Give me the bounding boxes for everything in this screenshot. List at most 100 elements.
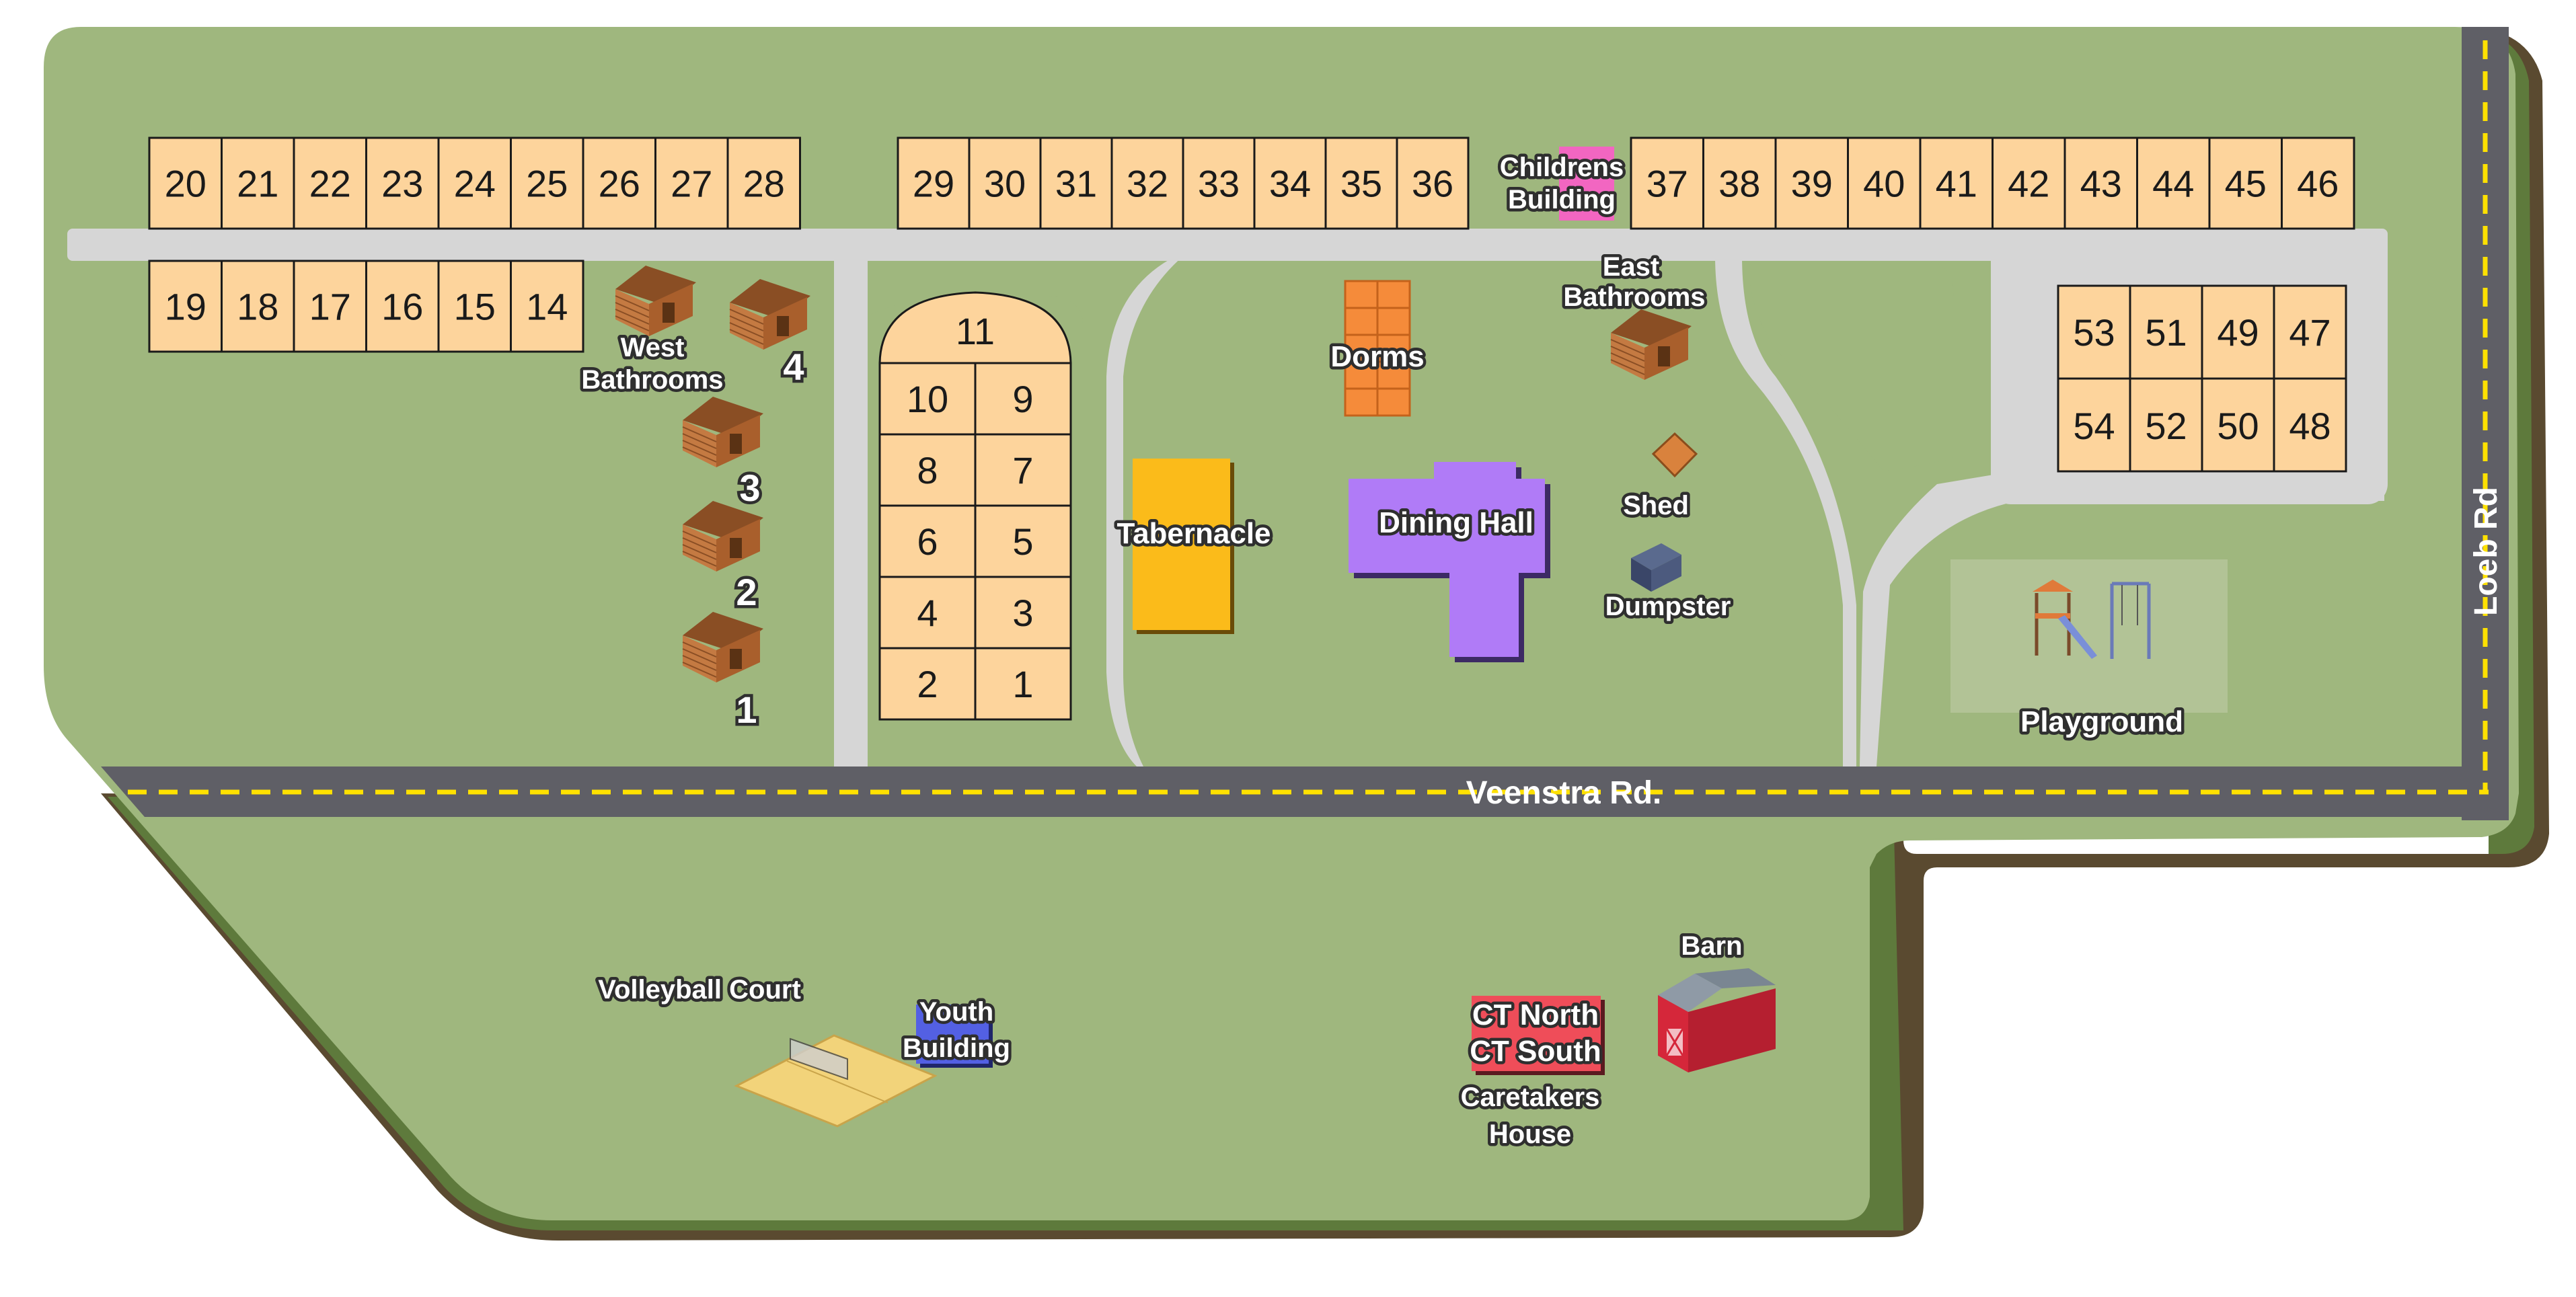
roads: Veenstra Rd. Loeb Rd — [101, 27, 2509, 820]
loop-lot-8-label: 8 — [917, 449, 938, 492]
lot-33[interactable] — [1182, 136, 1256, 230]
loop-lot-3[interactable] — [974, 576, 1072, 650]
loop-lot-8[interactable] — [878, 433, 977, 507]
loop-lot-1-label: 1 — [1012, 663, 1033, 705]
cabin-2-icon[interactable] — [682, 501, 763, 572]
shed-building[interactable] — [1651, 432, 1698, 478]
barn-icon[interactable] — [1658, 968, 1776, 1072]
lot-32[interactable] — [1110, 136, 1184, 230]
loop-lot-6[interactable] — [878, 504, 977, 578]
volleyball-label: Volleyball Court — [598, 975, 801, 1005]
lot-37[interactable] — [1630, 136, 1704, 230]
lot-53-label: 53 — [2073, 311, 2115, 354]
lot-36[interactable] — [1396, 136, 1470, 230]
lot-16[interactable] — [365, 260, 440, 353]
loop-lot-5[interactable] — [974, 504, 1072, 578]
lot-52[interactable] — [2129, 377, 2203, 473]
west-bathrooms-icon[interactable] — [615, 266, 696, 336]
lot-27-label: 27 — [671, 163, 712, 205]
playground-pad[interactable] — [1950, 559, 2228, 713]
lot-41-label: 41 — [1936, 163, 1977, 205]
ct-north-label: CT North — [1472, 998, 1599, 1031]
lot-38[interactable] — [1702, 136, 1777, 230]
cabin-3-icon[interactable] — [682, 397, 763, 467]
barn-label: Barn — [1681, 931, 1742, 961]
lot-18[interactable] — [221, 260, 295, 353]
lot-25[interactable] — [510, 136, 584, 230]
right-lot-island — [1991, 269, 2018, 464]
loop-lot-6-label: 6 — [917, 520, 938, 563]
lot-15-label: 15 — [454, 286, 496, 328]
tabernacle-building[interactable] — [1133, 459, 1230, 630]
lot-19[interactable] — [148, 260, 223, 353]
lot-14-label: 14 — [526, 286, 568, 328]
lot-14[interactable] — [510, 260, 584, 353]
dorms-label: Dorms — [1330, 340, 1424, 373]
east-bathrooms-icon[interactable] — [1610, 309, 1692, 380]
dorms-building[interactable] — [1344, 280, 1411, 417]
east-island — [1749, 262, 1954, 471]
lot-28[interactable] — [726, 136, 801, 230]
lot-47[interactable] — [2273, 284, 2347, 380]
lot-50-label: 50 — [2217, 405, 2259, 447]
path-curve-tabernacle — [1106, 256, 1231, 767]
loop-lot-2[interactable] — [878, 647, 977, 721]
lot-50[interactable] — [2201, 377, 2275, 473]
loop-lot-9-label: 9 — [1012, 378, 1033, 420]
lot-22[interactable] — [293, 136, 367, 230]
dumpster-label: Dumpster — [1605, 592, 1731, 621]
shed-label: Shed — [1623, 491, 1689, 520]
lot-48-label: 48 — [2289, 405, 2331, 447]
west-bath-label-2: Bathrooms — [581, 365, 723, 395]
cabin-1-icon[interactable] — [682, 612, 763, 682]
loop-lot-7[interactable] — [974, 433, 1072, 507]
childrens-building[interactable] — [1559, 147, 1614, 221]
lot-51[interactable] — [2129, 284, 2203, 380]
loop-lot-2-label: 2 — [917, 663, 938, 705]
lot-28-label: 28 — [743, 163, 785, 205]
lot-17-label: 17 — [309, 286, 351, 328]
lot-24[interactable] — [437, 136, 512, 230]
lot-29[interactable] — [897, 136, 971, 230]
youth-building[interactable] — [916, 1005, 989, 1064]
lot-44[interactable] — [2136, 136, 2211, 230]
playground-label: Playground — [2020, 705, 2183, 738]
lot-46[interactable] — [2281, 136, 2355, 230]
lot-42[interactable] — [1992, 136, 2066, 230]
volleyball-court-icon[interactable] — [734, 1034, 938, 1128]
dining-hall-building[interactable] — [1349, 462, 1545, 657]
lot-48[interactable] — [2273, 377, 2347, 473]
caretakers-house[interactable] — [1472, 996, 1601, 1071]
east-bath-label-1: East — [1603, 252, 1660, 282]
lot-21[interactable] — [221, 136, 295, 230]
lot-31[interactable] — [1039, 136, 1113, 230]
cabin-4-icon[interactable] — [729, 279, 810, 350]
lot-27[interactable] — [654, 136, 729, 230]
path-east-branch — [1715, 256, 1856, 767]
lot-54[interactable] — [2057, 377, 2131, 473]
lot-26[interactable] — [582, 136, 656, 230]
loop-lot-9[interactable] — [974, 362, 1072, 436]
loop-lot-1[interactable] — [974, 647, 1072, 721]
lot-17[interactable] — [293, 260, 367, 353]
lot-45[interactable] — [2208, 136, 2283, 230]
lot-42-label: 42 — [2008, 163, 2049, 205]
lot-23[interactable] — [365, 136, 440, 230]
lot-11[interactable] — [878, 291, 1072, 364]
lot-31-label: 31 — [1055, 163, 1097, 205]
lot-25-label: 25 — [526, 163, 568, 205]
buildings: Childrens Building Dorms Tabernacle Dini… — [578, 147, 2228, 1152]
lot-40[interactable] — [1847, 136, 1922, 230]
path-loop-left — [834, 256, 868, 767]
lot-38-label: 38 — [1718, 163, 1760, 205]
dumpster-icon — [1631, 543, 1681, 592]
lot-19-label: 19 — [165, 286, 206, 328]
loop-lot-4[interactable] — [878, 576, 977, 650]
lot-23-label: 23 — [381, 163, 423, 205]
lot-30[interactable] — [968, 136, 1042, 230]
lot-36-label: 36 — [1412, 163, 1453, 205]
